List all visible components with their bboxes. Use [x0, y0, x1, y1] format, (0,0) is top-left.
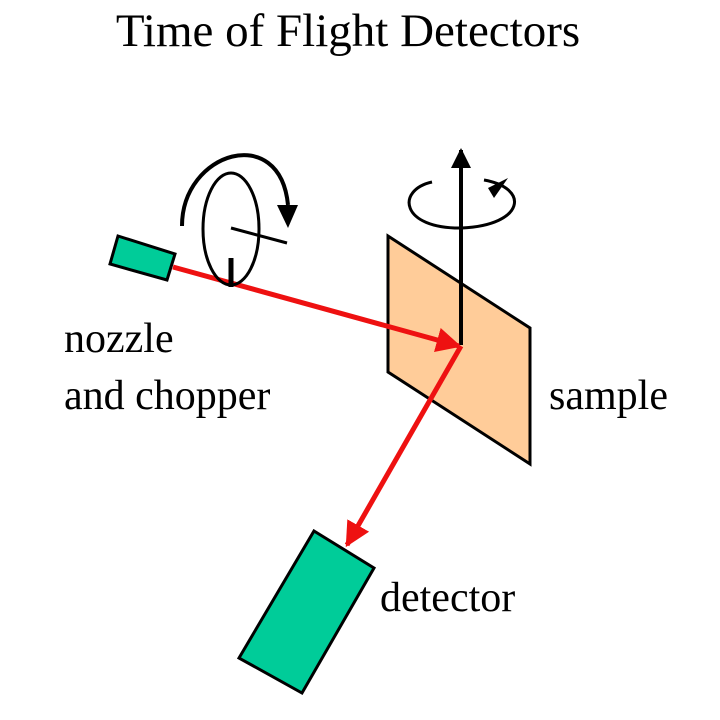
nozzle: [108, 234, 177, 282]
chopper-axle: [230, 226, 288, 245]
detector: [236, 528, 377, 696]
diagram-title: Time of Flight Detectors: [115, 5, 581, 57]
nozzle-label: nozzle: [64, 316, 174, 362]
sample-rotation-arrowhead: [488, 178, 508, 198]
chopper-rotation-arrowhead: [277, 205, 298, 228]
chopper-label: and chopper: [64, 373, 270, 419]
chopper-rotation-arrow: [180, 153, 290, 227]
sample-rotation-arrow: [407, 178, 516, 230]
scattered-beam-arrow: [344, 344, 464, 548]
sample-label: sample: [549, 373, 668, 419]
detector-label: detector: [380, 575, 515, 621]
